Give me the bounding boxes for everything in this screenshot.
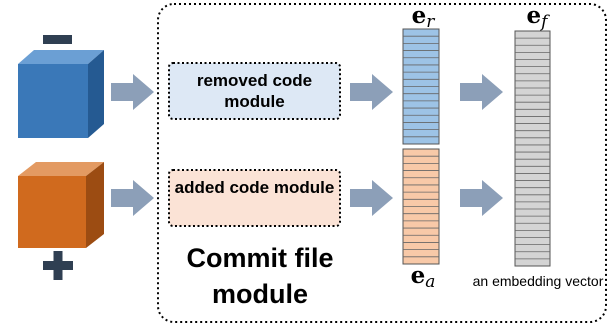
e-f-label: ef bbox=[526, 2, 548, 32]
minus-icon bbox=[43, 35, 72, 44]
arrow-e-a-to-e-f bbox=[460, 180, 503, 216]
added-code-module-label: added code module bbox=[174, 178, 335, 197]
orange-cube-icon bbox=[18, 162, 104, 248]
commit-file-module-boundary bbox=[157, 3, 607, 323]
added-code-module-box bbox=[168, 169, 341, 227]
e-f-vector bbox=[514, 30, 551, 267]
e-r-vector bbox=[402, 28, 440, 145]
arrow-cube-to-removed-module bbox=[111, 74, 154, 110]
commit-file-module-title: Commit file module bbox=[186, 243, 334, 309]
e-r-label: er bbox=[411, 2, 435, 32]
embedding-vector-caption: an embedding vector bbox=[472, 273, 604, 289]
arrow-removed-module-to-e-r bbox=[350, 74, 393, 110]
arrow-cube-to-added-module bbox=[111, 180, 154, 216]
e-a-label: ea bbox=[410, 262, 436, 292]
arrow-e-r-to-e-f bbox=[460, 74, 503, 110]
blue-cube-icon bbox=[18, 50, 104, 138]
removed-code-module-box bbox=[168, 62, 341, 120]
removed-code-module-label: removed code module bbox=[196, 71, 313, 111]
arrow-added-module-to-e-a bbox=[350, 180, 393, 216]
plus-icon bbox=[43, 251, 73, 280]
e-a-vector bbox=[402, 148, 440, 265]
vec-ef-body bbox=[514, 30, 551, 267]
